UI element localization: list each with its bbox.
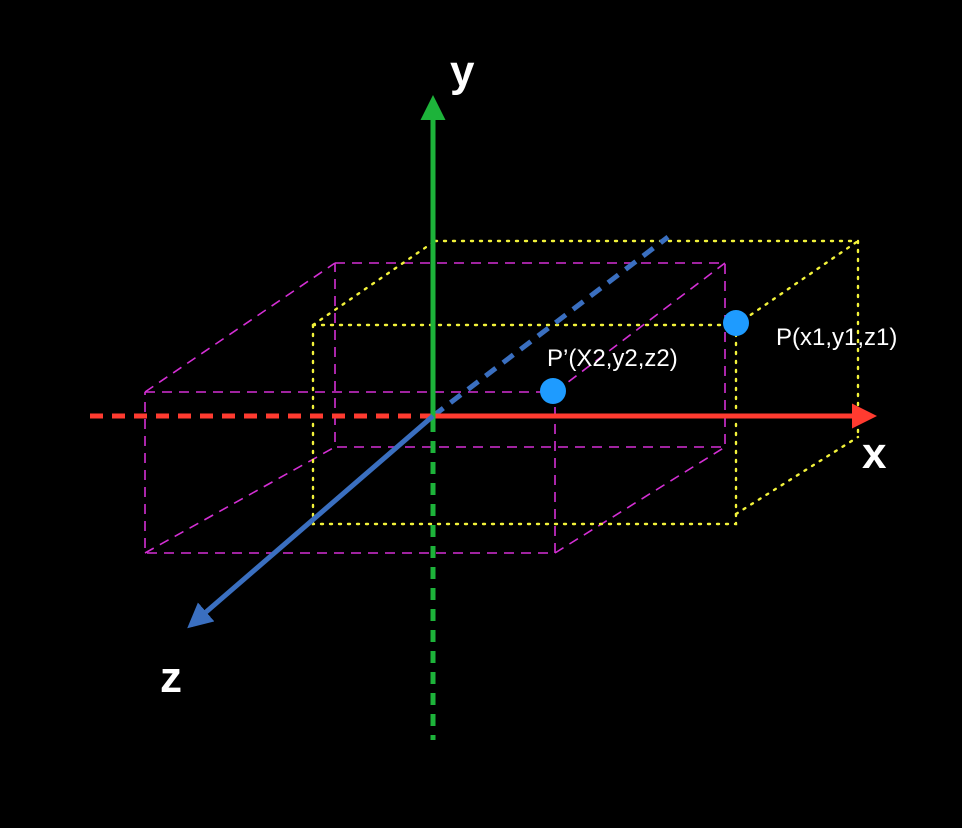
point-p1 (723, 310, 749, 336)
point-p2-label: P’(X2,y2,z2) (547, 345, 678, 372)
y-axis-label: y (450, 47, 475, 96)
point-p1-label: P(x1,y1,z1) (776, 324, 897, 351)
x-axis-label: x (862, 429, 887, 478)
z-axis-label: z (160, 653, 182, 702)
magenta-box (144, 262, 726, 554)
z-axis (187, 414, 435, 629)
point-p2 (540, 378, 566, 404)
z-axis-negative (431, 235, 670, 418)
yellow-box (311, 239, 860, 526)
